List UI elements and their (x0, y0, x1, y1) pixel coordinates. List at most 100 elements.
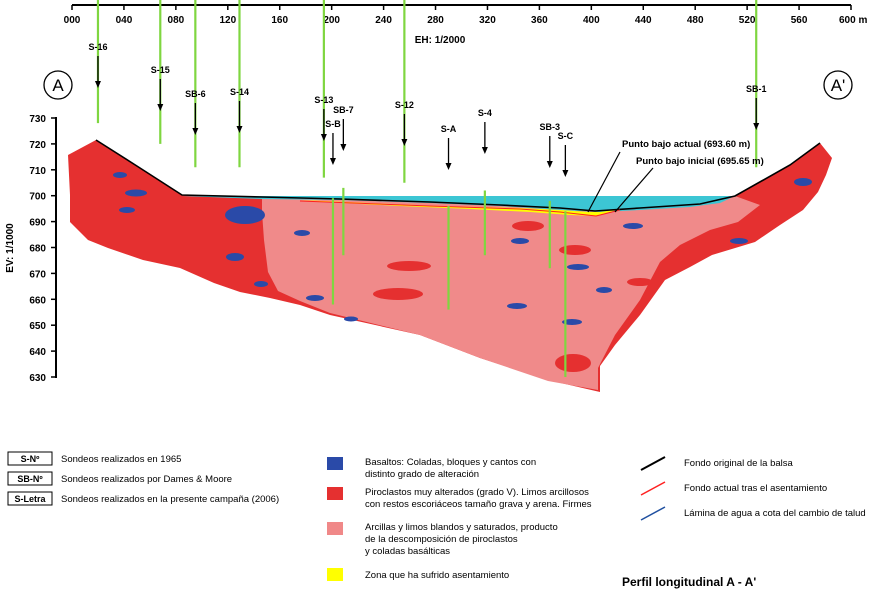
x-tick-label: 000 (64, 15, 81, 26)
svg-text:Fondo original de la balsa: Fondo original de la balsa (684, 458, 794, 469)
borehole-arrow-head (94, 81, 101, 88)
svg-text:Basaltos: Coladas, bloques y c: Basaltos: Coladas, bloques y cantos con (365, 457, 536, 468)
y-tick-label: 720 (29, 140, 46, 151)
clays-silts-unit (262, 196, 760, 390)
section-end-a-prime: A' (823, 70, 853, 100)
horizontal-scale-label: EH: 1/2000 (415, 35, 466, 46)
borehole-s-c: S-C (558, 131, 574, 377)
original-bottom-line (95, 139, 821, 212)
current-bottom-line (299, 200, 621, 217)
x-tick-label: 520 (739, 15, 756, 26)
section-end-a: A (43, 70, 73, 100)
legend-borehole-letter: S-Letra Sondeos realizados en la present… (7, 491, 279, 506)
borehole-label: SB-1 (746, 84, 767, 94)
x-tick-label: 560 (791, 15, 808, 26)
basalt-lenses (113, 172, 812, 325)
x-tick-label: 120 (219, 15, 236, 26)
svg-text:con restos escoriáceos tamaño: con restos escoriáceos tamaño grava y ar… (365, 499, 592, 510)
legend-settlement: Zona que ha sufrido asentamiento (327, 568, 509, 581)
borehole-label: S-B (325, 119, 341, 129)
legend-basalts: Basaltos: Coladas, bloques y cantos con … (327, 457, 536, 480)
svg-text:SB-Nº: SB-Nº (17, 474, 43, 484)
borehole-s-b: S-B (325, 119, 341, 305)
x-tick-label: 440 (635, 15, 652, 26)
y-tick-label: 710 (29, 166, 46, 177)
borehole-label: S-12 (395, 100, 414, 110)
svg-text:Sondeos realizados en 1965: Sondeos realizados en 1965 (61, 454, 181, 465)
borehole-arrow-head (329, 158, 336, 165)
svg-text:Arcillas y limos blandos y sat: Arcillas y limos blandos y saturados, pr… (365, 522, 558, 533)
borehole-sb-1: SB-1 (746, 0, 767, 168)
borehole-arrow-head (546, 161, 553, 168)
x-tick-label: 360 (531, 15, 548, 26)
borehole-s-4: S-4 (478, 108, 492, 256)
svg-text:A: A (52, 76, 64, 95)
x-tick-label: 040 (116, 15, 133, 26)
svg-text:Lámina de agua a cota del camb: Lámina de agua a cota del cambio de talu… (684, 508, 866, 519)
x-tick-label: 240 (375, 15, 392, 26)
vertical-scale-label: EV: 1/1000 (5, 223, 16, 273)
borehole-label: S-16 (88, 42, 107, 52)
borehole-arrow-head (340, 144, 347, 151)
pyroclast-patches (373, 221, 653, 372)
svg-text:Sondeos realizados por Dames &: Sondeos realizados por Dames & Moore (61, 474, 232, 485)
svg-text:S-Nº: S-Nº (21, 454, 40, 464)
y-tick-label: 690 (29, 218, 46, 229)
borehole-label: S-C (558, 131, 574, 141)
y-tick-label: 650 (29, 321, 46, 332)
y-tick-label: 730 (29, 114, 46, 125)
svg-text:distinto grado de alteración: distinto grado de alteración (365, 469, 479, 480)
legend-water-sheet: Lámina de agua a cota del cambio de talu… (640, 506, 866, 521)
borehole-arrow-head (320, 134, 327, 141)
borehole-label: SB-6 (185, 89, 206, 99)
svg-text:Sondeos realizados en la prese: Sondeos realizados en la presente campañ… (61, 494, 279, 505)
borehole-arrow-head (236, 126, 243, 133)
x-tick-label: 480 (687, 15, 704, 26)
x-tick-label: 400 (583, 15, 600, 26)
borehole-arrow-head (157, 104, 164, 111)
initial-low-label: Punto bajo inicial (695.65 m) (636, 156, 764, 167)
svg-text:A': A' (831, 76, 846, 95)
legend-borehole-s: S-Nº Sondeos realizados en 1965 (7, 451, 181, 466)
legend-lines: Fondo original de la balsa Fondo actual … (640, 456, 866, 521)
current-low-leader (587, 151, 621, 213)
borehole-s-a: S-A (441, 124, 457, 310)
legend-current-bottom: Fondo actual tras el asentamiento (640, 481, 827, 496)
legend-borehole-sb: SB-Nº Sondeos realizados por Dames & Moo… (7, 471, 232, 486)
svg-text:S-Letra: S-Letra (14, 494, 46, 504)
borehole-label: S-14 (230, 87, 249, 97)
borehole-label: S-13 (314, 95, 333, 105)
x-tick-label: 320 (479, 15, 496, 26)
legend-pyroclasts: Piroclastos muy alterados (grado V). Lim… (327, 487, 592, 510)
borehole-arrow-head (192, 128, 199, 135)
borehole-s-12: S-12 (395, 0, 414, 183)
x-tick-label: 600 m (839, 15, 867, 26)
svg-text:Fondo actual tras el asentamie: Fondo actual tras el asentamiento (684, 483, 827, 494)
x-tick-label: 160 (271, 15, 288, 26)
y-tick-label: 640 (29, 347, 46, 358)
borehole-label: SB-7 (333, 105, 354, 115)
borehole-arrow-head (562, 170, 569, 177)
borehole-s-15: S-15 (151, 0, 170, 144)
borehole-arrow-head (481, 147, 488, 154)
borehole-arrow-head (401, 139, 408, 146)
borehole-sb-6: SB-6 (185, 0, 206, 168)
borehole-label: S-A (441, 124, 457, 134)
borehole-arrow-head (445, 163, 452, 170)
borehole-label: S-15 (151, 65, 170, 75)
borehole-arrow-head (753, 123, 760, 130)
borehole-s-13: S-13 (314, 0, 333, 178)
svg-text:y coladas basálticas: y coladas basálticas (365, 546, 450, 557)
y-tick-label: 660 (29, 295, 46, 306)
x-tick-label: 280 (427, 15, 444, 26)
profile-title: Perfil longitudinal A - A' (622, 575, 756, 589)
borehole-s-16: S-16 (88, 0, 107, 124)
borehole-label: SB-3 (540, 122, 561, 132)
y-tick-label: 700 (29, 192, 46, 203)
legend-boreholes: S-Nº Sondeos realizados en 1965 SB-Nº So… (7, 451, 279, 506)
svg-text:Piroclastos muy alterados (gra: Piroclastos muy alterados (grado V). Lim… (365, 487, 589, 498)
